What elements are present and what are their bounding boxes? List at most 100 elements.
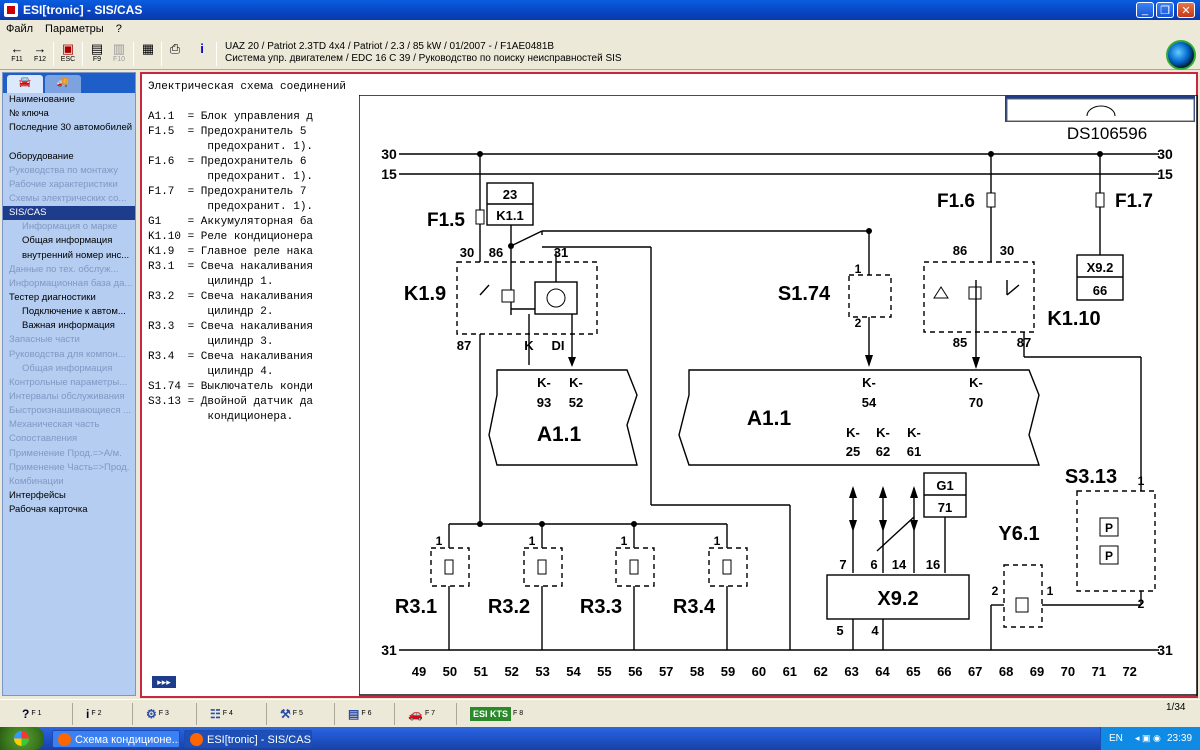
- sidebar-item[interactable]: Общая информация: [22, 235, 113, 247]
- fkey-button-5[interactable]: ⚒F 5: [280, 707, 303, 721]
- vehicle-line-2: Система упр. двигателем / EDC 16 C 39 / …: [225, 53, 622, 64]
- fkey-button-1[interactable]: ?F 1: [22, 707, 42, 721]
- sidebar-item[interactable]: Наименование: [9, 94, 75, 105]
- taskbar: [0, 727, 1200, 750]
- legend-line: предохранит. 1).: [148, 141, 314, 153]
- sidebar-item[interactable]: SIS/CAS: [3, 206, 135, 221]
- sidebar-item: [3, 135, 135, 149]
- sidebar-item[interactable]: Тестер диагностики: [9, 291, 96, 303]
- fkey-button-7[interactable]: 🚗F 7: [408, 707, 436, 721]
- task-browser[interactable]: Схема кондиционе...: [52, 730, 180, 748]
- diagram-label: 23: [503, 187, 517, 202]
- menu-help[interactable]: ?: [115, 23, 122, 35]
- f9-button[interactable]: ▤F9: [90, 41, 104, 64]
- sidebar-item[interactable]: Интервалы обслуживания: [9, 390, 125, 402]
- arrow-head: [865, 355, 873, 367]
- task-esitronic[interactable]: ESI[tronic] - SIS/CAS: [184, 730, 312, 748]
- sidebar-item[interactable]: Последние 30 автомобилей: [9, 122, 133, 134]
- sidebar-item[interactable]: Данные по тех. обслуж...: [9, 263, 119, 275]
- system-tray: EN ◂ ▣ ◉ 23:39: [1100, 727, 1200, 750]
- bosch-logo: [1166, 40, 1196, 70]
- sidebar-item[interactable]: Механическая часть: [9, 419, 100, 431]
- legend-line: A1.1 = Блок управления д: [148, 111, 314, 123]
- sidebar-item[interactable]: Информация о марке: [22, 221, 118, 233]
- sidebar-item[interactable]: Применение Часть=>Прод.: [9, 461, 130, 473]
- escape-button[interactable]: ▣ESC: [60, 41, 76, 64]
- fuse-symbol: [475, 209, 485, 225]
- sidebar-item[interactable]: Подключение к автом...: [22, 306, 126, 318]
- menu-parameters[interactable]: Параметры: [45, 23, 104, 35]
- document-button[interactable]: ▦: [141, 41, 155, 56]
- diagram-label: 6: [870, 557, 877, 572]
- sidebar-item[interactable]: Контрольные параметры...: [9, 376, 128, 388]
- sidebar-item[interactable]: Запасные части: [9, 334, 80, 346]
- arrow-head: [910, 486, 918, 498]
- sidebar-item[interactable]: Информационная база да...: [9, 277, 133, 289]
- fkey-button-4[interactable]: ☷F 4: [210, 707, 233, 721]
- sidebar-item[interactable]: Применение Прод.=>А/м.: [9, 447, 122, 459]
- language-indicator[interactable]: EN: [1109, 733, 1123, 744]
- sidebar-item[interactable]: № ключа: [9, 108, 49, 120]
- sidebar-item[interactable]: Общая информация: [22, 362, 113, 374]
- diagram-label: 2: [992, 584, 999, 598]
- diagram-label: 31: [554, 245, 568, 260]
- vehicle-tab-icon[interactable]: 🚘: [7, 75, 43, 93]
- arrow-head: [972, 357, 980, 369]
- column-number: 66: [937, 664, 951, 679]
- sidebar-item[interactable]: Рабочие характеристики: [9, 178, 118, 190]
- pressure-box: [1099, 517, 1119, 537]
- switch-s174: [848, 274, 892, 318]
- f10-button[interactable]: ▥F10: [112, 41, 126, 64]
- valve-y61: [1003, 564, 1043, 628]
- legend-line: предохранит. 1).: [148, 171, 314, 183]
- sidebar-item[interactable]: Оборудование: [9, 150, 74, 162]
- legend-line: S1.74 = Выключатель конди: [148, 381, 314, 393]
- app-icon: [4, 3, 18, 17]
- fkey-button-6[interactable]: ▤F 6: [348, 707, 372, 721]
- truck-tab-icon[interactable]: 🚚: [45, 75, 81, 93]
- wire: [510, 230, 543, 247]
- column-number: 55: [597, 664, 611, 679]
- diagram-label: K-: [537, 375, 551, 390]
- diagram-label: G1: [936, 478, 953, 493]
- menu-file[interactable]: Файл: [6, 23, 34, 35]
- back-button[interactable]: ←F11: [10, 41, 24, 64]
- legend-line: S3.13 = Двойной датчик да: [148, 396, 314, 408]
- info-button[interactable]: i: [200, 41, 204, 56]
- minimize-button[interactable]: _: [1136, 2, 1154, 18]
- diagram-label: K1.1: [496, 208, 523, 223]
- sidebar-item[interactable]: Быстроизнашивающиеся ...: [9, 405, 132, 417]
- sidebar-item[interactable]: Рабочая карточка: [9, 504, 88, 516]
- rail-label: 31: [1157, 642, 1173, 658]
- sidebar-item[interactable]: внутренний номер инс...: [22, 249, 130, 261]
- sidebar-item[interactable]: Интерфейсы: [9, 489, 66, 501]
- close-button[interactable]: ✕: [1177, 2, 1195, 18]
- fkey-button-3[interactable]: ⚙F 3: [146, 707, 169, 721]
- diagram-label: F1.6: [937, 191, 975, 212]
- sidebar-item[interactable]: Руководства для компон...: [9, 348, 126, 360]
- sidebar-item[interactable]: Важная информация: [22, 320, 115, 332]
- sidebar-item[interactable]: Схемы электрических со...: [9, 192, 127, 204]
- column-number: 68: [999, 664, 1013, 679]
- diagram-heading: Электрическая схема соединений: [148, 81, 347, 93]
- legend-line: R3.2 = Свеча накаливания: [148, 291, 314, 303]
- diagram-label: 16: [926, 557, 940, 572]
- ecu-block-right: [678, 369, 1040, 466]
- start-button[interactable]: [0, 727, 44, 750]
- next-page-button[interactable]: ▸▸▸: [152, 676, 176, 688]
- ecu-block-left: [488, 369, 638, 466]
- pressure-switch-s313: [1076, 490, 1156, 592]
- forward-button[interactable]: →F12: [33, 41, 47, 64]
- maximize-button[interactable]: ❐: [1156, 2, 1174, 18]
- sidebar-item[interactable]: Руководства по монтажу: [9, 164, 119, 176]
- menu-bar: Файл Параметры ?: [0, 20, 1200, 38]
- print-button[interactable]: ⎙: [169, 41, 181, 56]
- sidebar-item[interactable]: Комбинации: [9, 475, 64, 487]
- page-counter: 1/34: [1166, 702, 1186, 713]
- diagram-label: F1.7: [1115, 191, 1153, 212]
- sidebar-item[interactable]: Сопоставления: [9, 433, 78, 445]
